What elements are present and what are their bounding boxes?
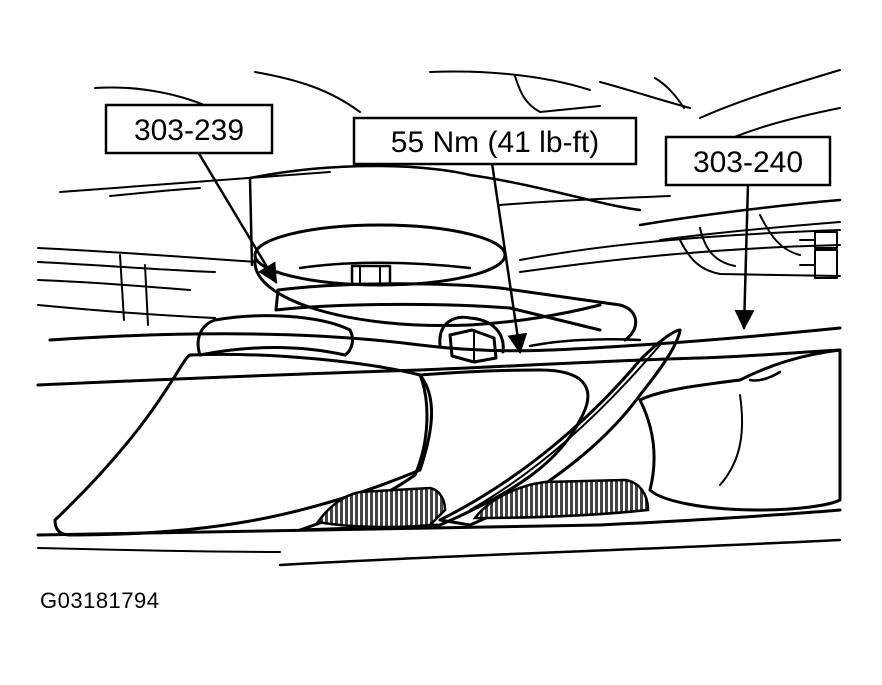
callout-torque: 55 Nm (41 lb-ft) bbox=[352, 116, 638, 166]
callout-tool-303-240-label: 303-240 bbox=[693, 146, 803, 179]
base-lines bbox=[36, 508, 842, 567]
callout-torque-label: 55 Nm (41 lb-ft) bbox=[391, 126, 599, 159]
figure-id: G03181794 bbox=[40, 588, 160, 613]
leader-lines bbox=[196, 150, 755, 354]
callout-tool-303-239: 303-239 bbox=[104, 103, 274, 155]
callout-tool-303-239-label: 303-239 bbox=[134, 114, 244, 147]
callout-tool-303-240: 303-240 bbox=[664, 135, 832, 187]
fan-blades bbox=[53, 314, 842, 537]
bolt bbox=[438, 315, 505, 364]
gear-teeth bbox=[315, 478, 650, 529]
tool-rail bbox=[36, 326, 842, 387]
